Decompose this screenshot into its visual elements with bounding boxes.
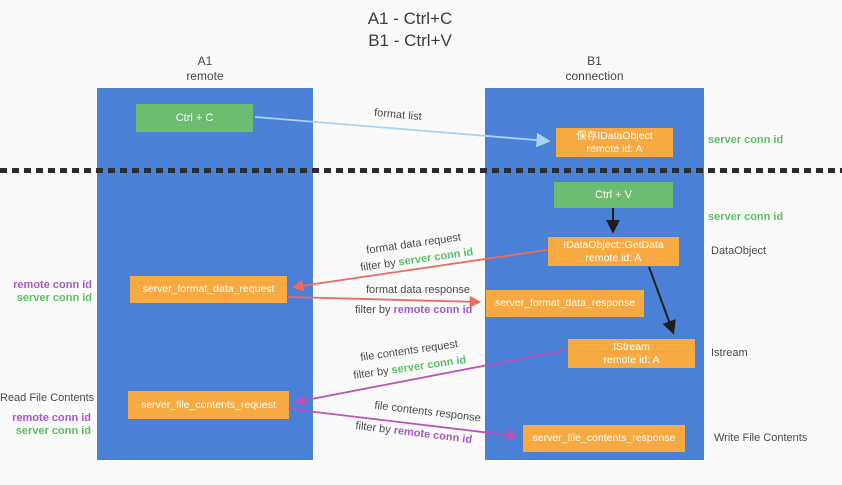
annotation-remote-conn-id-2: remote conn id	[12, 412, 91, 424]
node-getdata-line1: IDataObject::GetData	[563, 238, 664, 251]
edge-label-format-data-response: format data response	[366, 284, 470, 296]
lane-b1-role: connection	[565, 69, 624, 83]
annotation-dataobject: DataObject	[711, 245, 767, 257]
remote-conn-id-text: remote conn id	[392, 424, 473, 447]
annotation-write-file-contents: Write File Contents	[714, 432, 808, 444]
lane-header-b1: B1 connection	[485, 54, 704, 84]
filter-by-text: filter by	[359, 256, 400, 274]
node-ctrl-c: Ctrl + C	[136, 104, 253, 132]
node-getdata-line2: remote id: A	[585, 251, 642, 264]
node-save-idataobject: 保存IDataObject remote id: A	[556, 128, 673, 157]
title-line-2: B1 - Ctrl+V	[368, 31, 452, 50]
filter-by-text: filter by	[354, 419, 395, 437]
remote-conn-id-text: remote conn id	[393, 304, 473, 316]
node-server-format-data-response: server_format_data_response	[486, 290, 644, 317]
node-server-file-contents-response-label: server_file_contents_response	[532, 432, 676, 444]
node-server-format-data-response-label: server_format_data_response	[494, 297, 636, 309]
node-server-file-contents-request: server_file_contents_request	[128, 391, 289, 419]
annotation-server-conn-id-mid: server conn id	[708, 211, 784, 223]
annotation-conn-ids-file: remote conn id server conn id	[0, 412, 91, 438]
edge-label-file-contents-response: file contents response	[373, 399, 482, 425]
lane-a1-role: remote	[186, 69, 224, 83]
node-server-format-data-request-label: server_format_data_request	[142, 283, 275, 295]
annotation-server-conn-id-top: server conn id	[708, 134, 784, 146]
node-ctrl-c-label: Ctrl + C	[175, 111, 214, 124]
edge-label-filter-remote-bottom: filter by remote conn id	[355, 420, 473, 447]
filter-by-text: filter by	[352, 364, 393, 382]
edge-label-format-list: format list	[373, 106, 423, 124]
lane-a1-name: A1	[197, 54, 213, 68]
lane-b1-name: B1	[587, 54, 602, 68]
diagram-title: A1 - Ctrl+C B1 - Ctrl+V	[310, 8, 510, 52]
node-istream: IStream remote id: A	[568, 339, 695, 368]
node-save-idataobject-line2: remote id: A	[586, 142, 643, 155]
annotation-remote-conn-id-1: remote conn id	[13, 279, 92, 291]
node-ctrl-v: Ctrl + V	[554, 182, 673, 208]
node-server-file-contents-request-label: server_file_contents_request	[141, 398, 276, 411]
annotation-read-file-contents: Read File Contents	[0, 392, 95, 404]
annotation-server-conn-id-2: server conn id	[15, 425, 91, 437]
annotation-server-conn-id-1: server conn id	[16, 292, 92, 304]
node-server-format-data-request: server_format_data_request	[130, 276, 287, 303]
node-istream-line2: remote id: A	[603, 353, 660, 366]
node-server-file-contents-response: server_file_contents_response	[523, 425, 685, 452]
node-istream-line1: IStream	[613, 340, 650, 353]
lane-header-a1: A1 remote	[97, 54, 313, 84]
title-line-1: A1 - Ctrl+C	[367, 9, 453, 28]
annotation-conn-ids-format: remote conn id server conn id	[0, 279, 92, 305]
format-data-response-arrow	[287, 295, 482, 308]
filter-by-text: filter by	[355, 304, 394, 316]
annotation-istream: Istream	[711, 347, 748, 359]
edge-label-filter-remote-top: filter by remote conn id	[355, 304, 472, 317]
node-idataobject-getdata: IDataObject::GetData remote id: A	[548, 237, 679, 266]
dashed-separator	[0, 168, 842, 173]
node-save-idataobject-line1: 保存IDataObject	[576, 129, 653, 142]
node-ctrl-v-label: Ctrl + V	[595, 188, 632, 201]
